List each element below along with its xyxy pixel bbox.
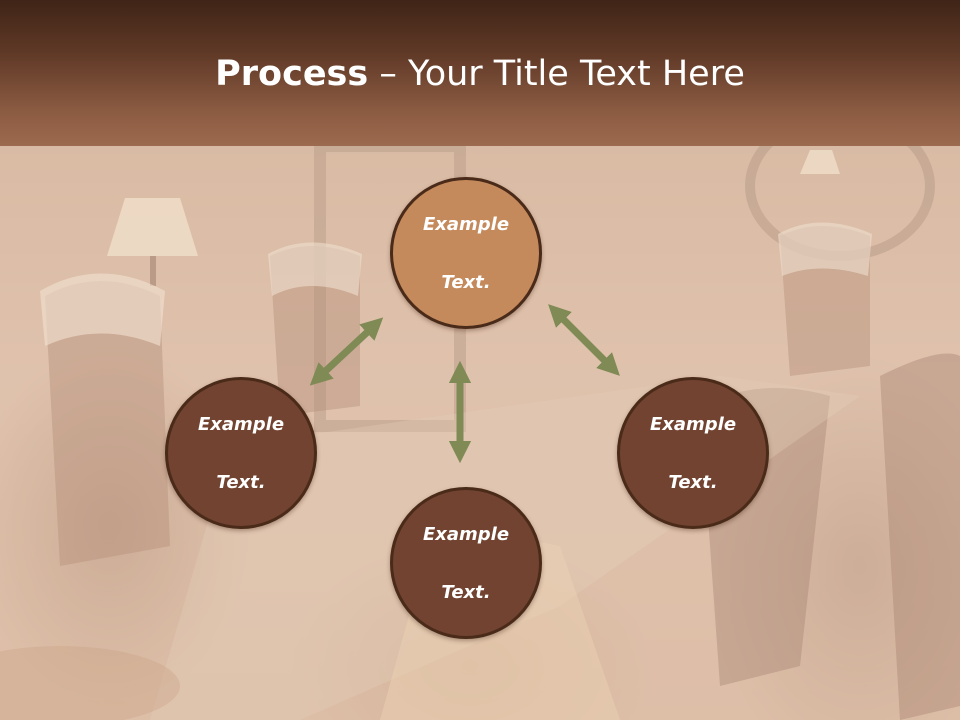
title-rest-part: – Your Title Text Here <box>368 54 745 94</box>
arrow-top-right <box>548 304 620 376</box>
node-left-line1: Example <box>197 413 285 435</box>
slide-title: Process – Your Title Text Here <box>0 52 960 96</box>
node-bottom-line1: Example <box>422 523 510 545</box>
arrow-top-left <box>309 317 384 386</box>
node-right-line1: Example <box>649 413 737 435</box>
node-top-line2: Text. <box>441 271 491 293</box>
node-bottom-line2: Text. <box>441 581 491 603</box>
node-top-line1: Example <box>422 213 510 235</box>
node-right-line2: Text. <box>668 471 718 493</box>
node-left-line2: Text. <box>216 471 266 493</box>
title-band: Process – Your Title Text Here <box>0 0 960 146</box>
title-bold-part: Process <box>215 54 369 94</box>
